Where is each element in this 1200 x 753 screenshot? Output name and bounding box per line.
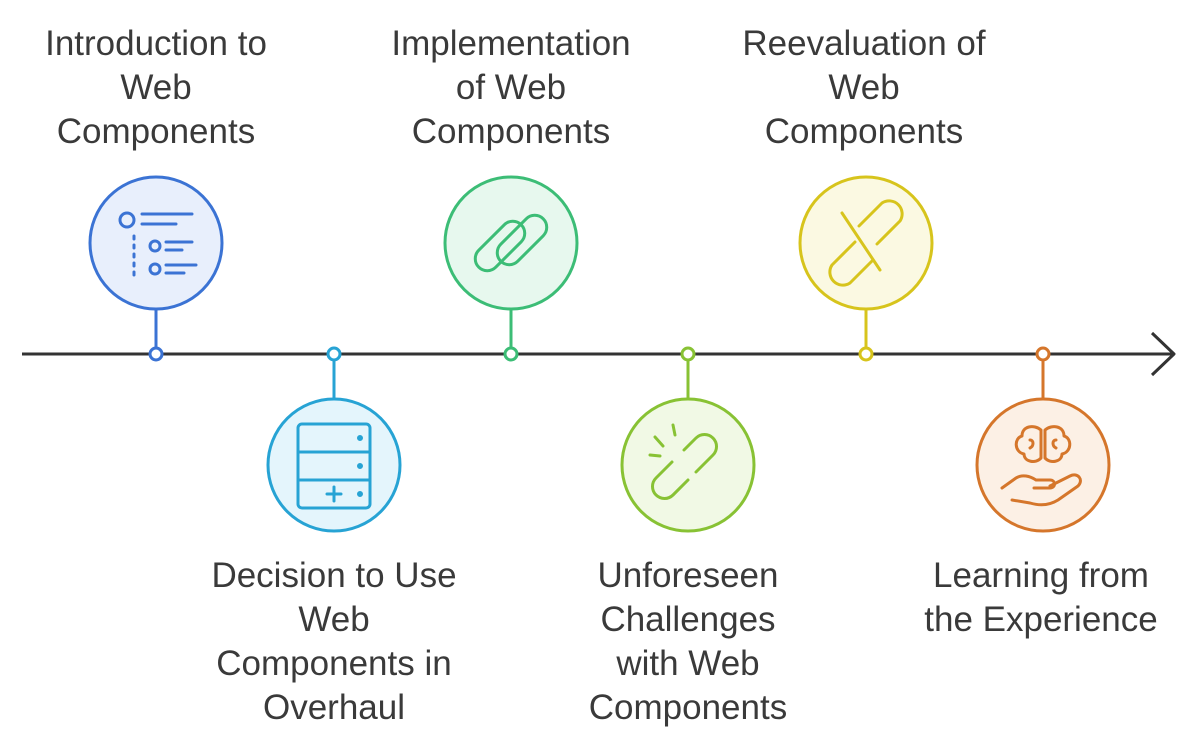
- step-learning: [975, 346, 1111, 533]
- icon-circle: [975, 397, 1111, 533]
- unlink-icon: [828, 199, 904, 287]
- step-label-learning: Learning from the Experience: [924, 556, 1158, 639]
- timeline-dot: [148, 346, 164, 362]
- arrow-head-icon: [1150, 331, 1176, 377]
- step-label-introduction: Introduction to Web Components: [45, 24, 267, 151]
- icon-circle: [443, 175, 579, 311]
- icon-circle: [88, 175, 224, 311]
- list-icon: [118, 211, 198, 279]
- step-label-decision: Decision to Use Web Components in Overha…: [211, 556, 457, 727]
- step-challenges: [620, 346, 756, 533]
- server-add-icon: [296, 422, 372, 510]
- step-label-reevaluation: Reevaluation of Web Components: [742, 24, 986, 151]
- icon-circle: [266, 397, 402, 533]
- step-introduction: [88, 175, 224, 362]
- brain-hand-icon: [1000, 425, 1082, 507]
- step-label-implementation: Implementation of Web Components: [391, 24, 631, 151]
- step-decision: [266, 346, 402, 533]
- step-implementation: [443, 175, 579, 362]
- broken-link-icon: [648, 423, 718, 500]
- icon-circle: [620, 397, 756, 533]
- timeline-dot: [1035, 346, 1051, 362]
- timeline-dot: [680, 346, 696, 362]
- link-icon: [473, 213, 549, 273]
- timeline-dot: [858, 346, 874, 362]
- timeline-dot: [503, 346, 519, 362]
- step-reevaluation: [798, 175, 934, 362]
- icon-circle: [798, 175, 934, 311]
- timeline-dot: [326, 346, 342, 362]
- step-label-challenges: Unforeseen Challenges with Web Component…: [588, 556, 788, 727]
